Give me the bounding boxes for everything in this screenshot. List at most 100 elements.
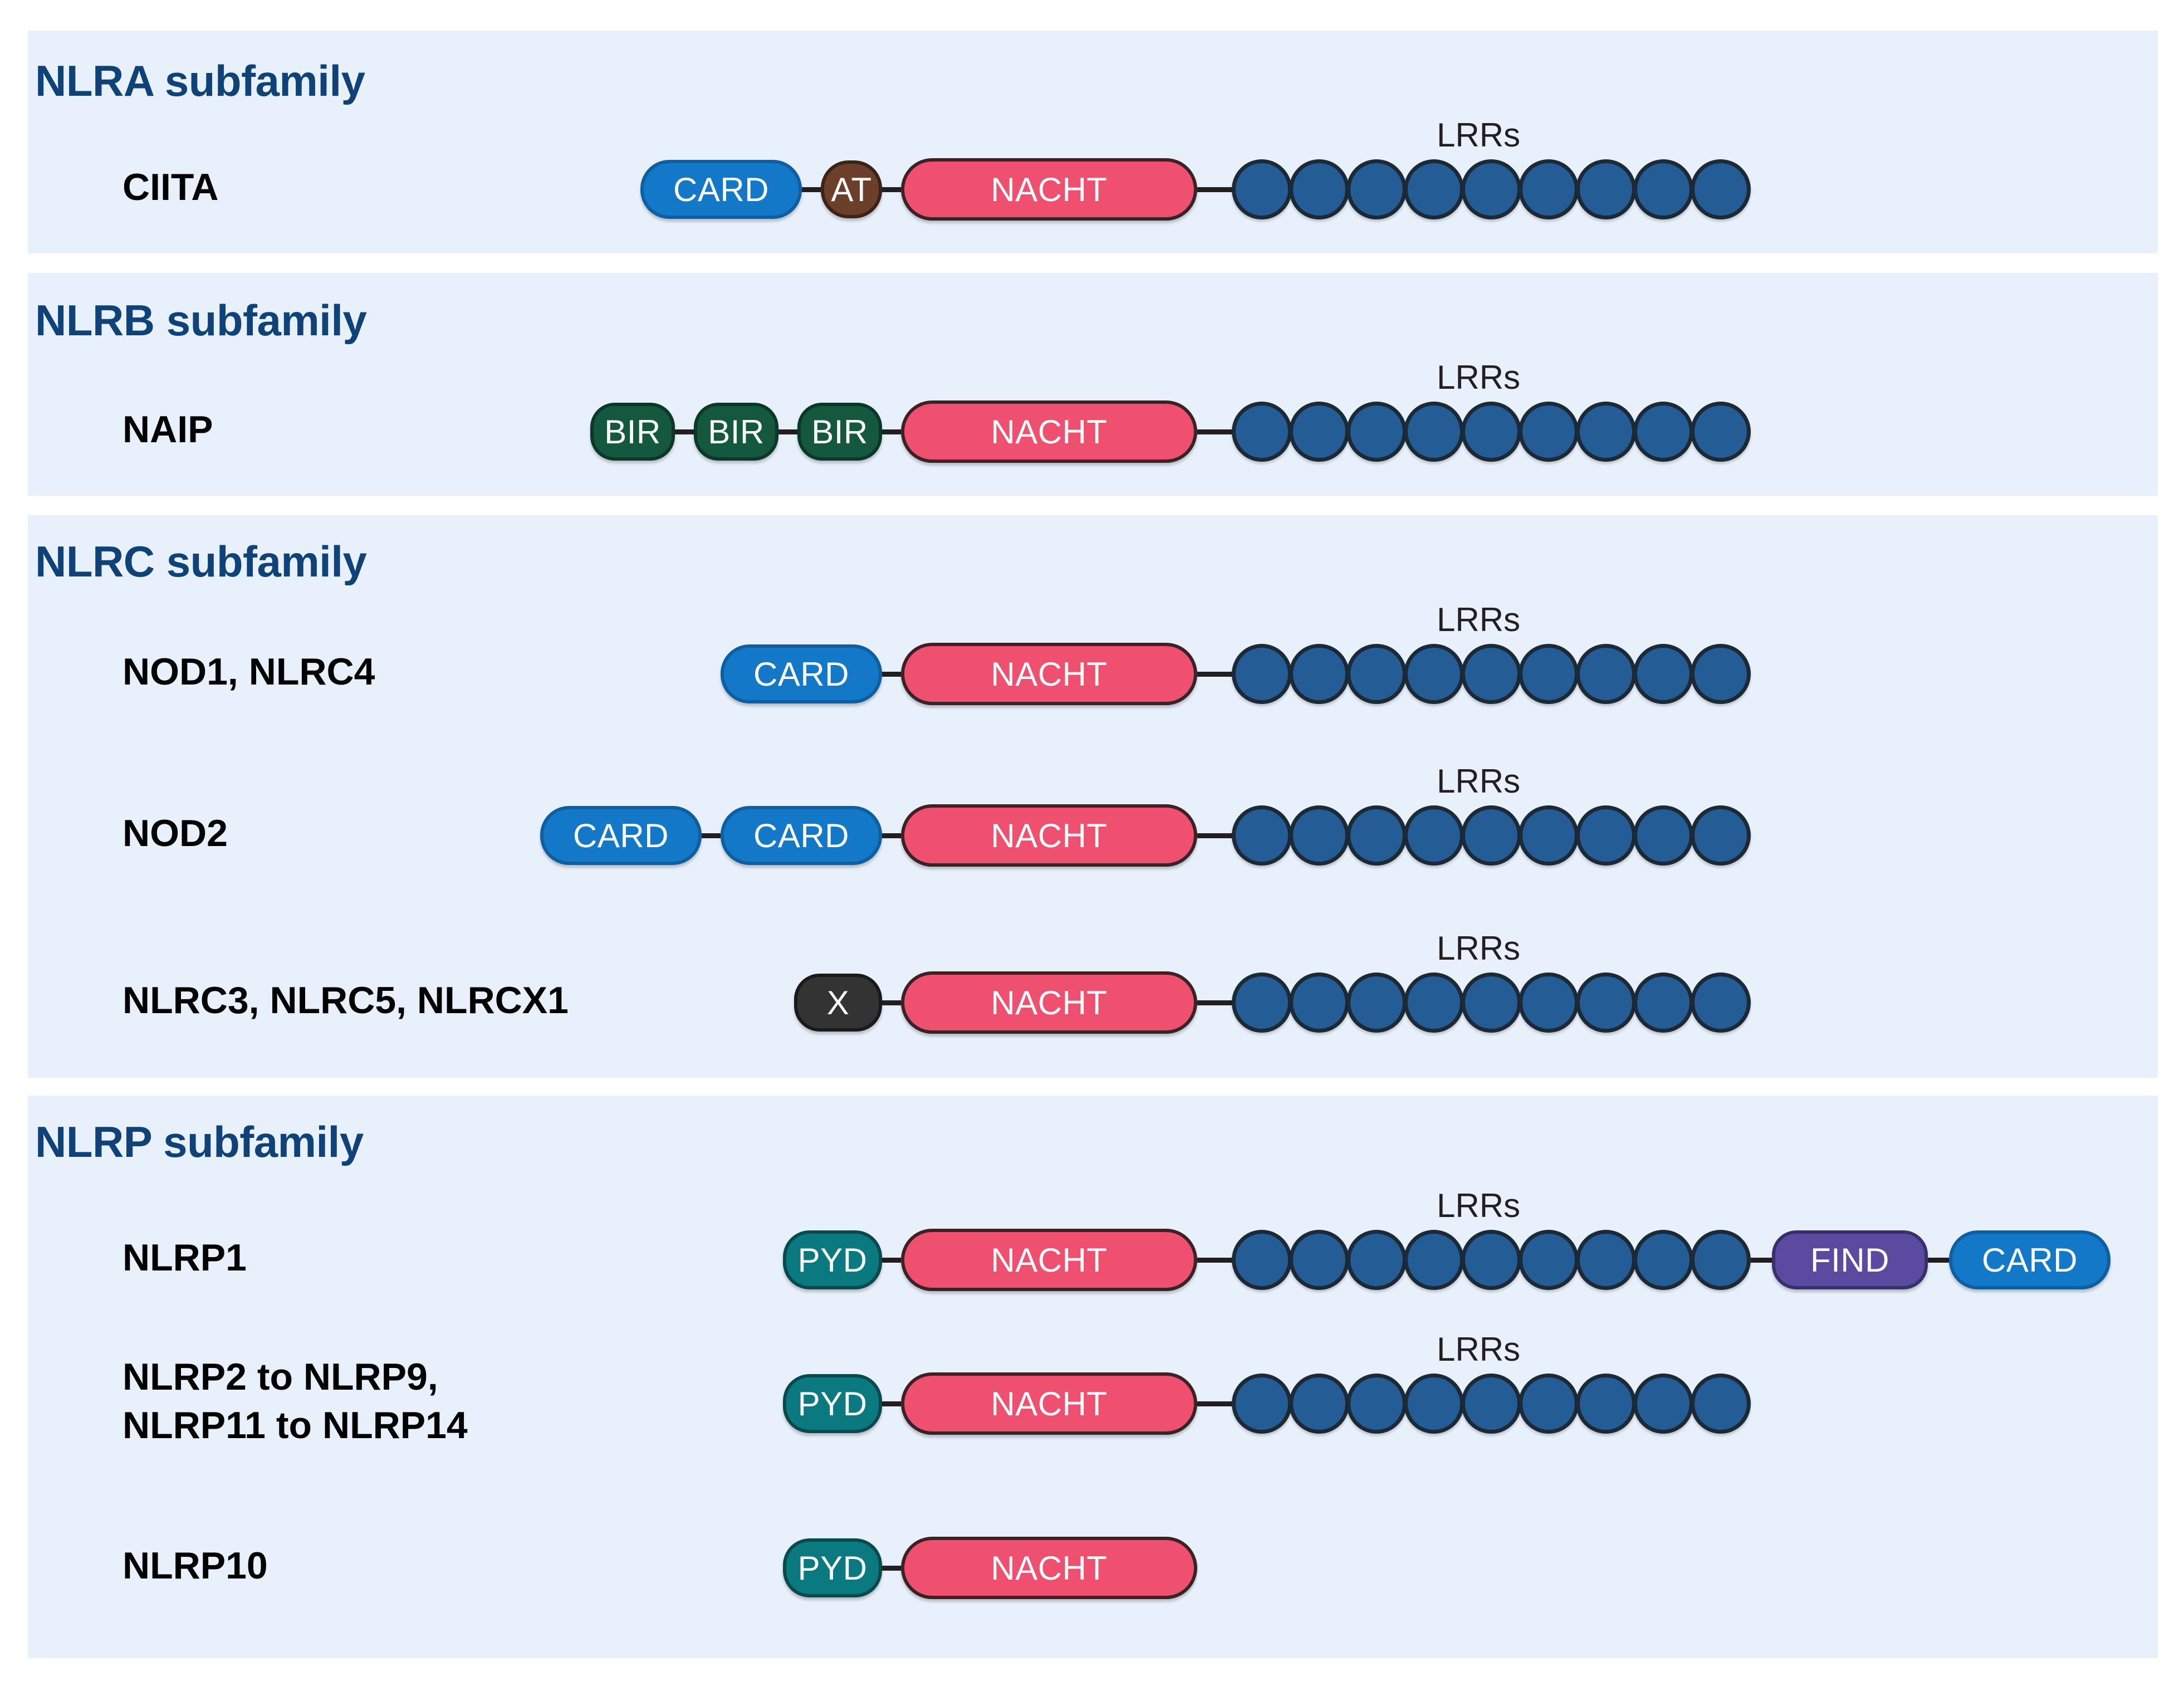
protein-row-label: CIITA	[123, 163, 219, 212]
lrr-repeat-circle	[1289, 1230, 1349, 1290]
domain-card: CARD	[540, 806, 702, 865]
lrr-repeat-circle	[1346, 159, 1407, 219]
lrr-repeat-circle	[1576, 644, 1636, 704]
protein-row-label: NLRP10	[123, 1542, 268, 1590]
lrr-repeat-circle	[1519, 1374, 1579, 1434]
domain-connector-line	[1197, 833, 1240, 838]
lrr-group-label: LRRs	[1437, 1187, 1521, 1224]
domain-connector-line	[778, 429, 797, 434]
lrr-repeat-circle	[1289, 159, 1349, 219]
lrr-repeat-circle	[1232, 972, 1292, 1033]
domain-card-cterm: CARD	[1949, 1230, 2110, 1289]
lrr-repeat-circle	[1633, 402, 1693, 462]
lrr-repeat-circle	[1346, 1374, 1407, 1434]
subfamily-title: NLRP subfamily	[35, 1117, 364, 1166]
domain-connector-line	[1197, 672, 1240, 677]
domain-connector-line	[882, 187, 901, 192]
domain-connector-line	[802, 187, 821, 192]
domain-nacht: NACHT	[901, 804, 1197, 867]
domain-connector-line	[882, 1566, 901, 1571]
domain-nacht: NACHT	[901, 643, 1197, 705]
domain-at: AT	[821, 160, 882, 218]
lrr-repeat-circle	[1289, 402, 1349, 462]
lrr-repeat-circle	[1404, 402, 1464, 462]
domain-connector-line	[882, 1000, 901, 1005]
lrr-repeat-circle	[1232, 402, 1292, 462]
lrr-repeat-circle	[1576, 402, 1636, 462]
lrr-repeat-circle	[1461, 1374, 1521, 1434]
protein-row-label: NLRP2 to NLRP9,NLRP11 to NLRP14	[123, 1353, 468, 1450]
lrr-repeat-circle	[1404, 1374, 1464, 1434]
lrr-repeat-circle	[1519, 159, 1579, 219]
lrr-repeat-circle	[1633, 159, 1693, 219]
lrr-repeat-circle	[1404, 159, 1464, 219]
lrr-repeat-circle	[1691, 644, 1751, 704]
lrr-repeat-circle	[1346, 1230, 1407, 1290]
lrr-repeat-circle	[1519, 644, 1579, 704]
domain-connector-line	[1197, 429, 1240, 434]
subfamily-title: NLRA subfamily	[35, 56, 365, 105]
domain-connector-line	[1197, 1401, 1240, 1406]
lrr-repeat-circle	[1232, 159, 1292, 219]
lrr-group-label: LRRs	[1437, 1331, 1521, 1368]
protein-row-label: NOD2	[123, 809, 228, 858]
domain-nacht: NACHT	[901, 1537, 1197, 1599]
protein-row-label: NOD1, NLRC4	[123, 648, 375, 696]
protein-row-label-line: NLRP11 to NLRP14	[123, 1404, 468, 1446]
lrr-repeat-circle	[1691, 972, 1751, 1033]
domain-connector-line	[1197, 1258, 1240, 1263]
lrr-repeat-circle	[1232, 1374, 1292, 1434]
lrr-repeat-circle	[1519, 972, 1579, 1033]
lrr-repeat-circle	[1519, 805, 1579, 866]
lrr-repeat-circle	[1633, 972, 1693, 1033]
lrr-repeat-circle	[1576, 1230, 1636, 1290]
domain-find-cterm: FIND	[1772, 1230, 1928, 1289]
lrr-repeat-circle	[1576, 159, 1636, 219]
domain-nacht: NACHT	[901, 1229, 1197, 1291]
lrr-group-label: LRRs	[1437, 763, 1521, 800]
lrr-group-label: LRRs	[1437, 359, 1521, 396]
lrr-repeat-circle	[1633, 805, 1693, 866]
lrr-repeat-circle	[1404, 972, 1464, 1033]
domain-pyd: PYD	[783, 1538, 882, 1597]
lrr-repeat-circle	[1289, 972, 1349, 1033]
subfamily-title: NLRB subfamily	[35, 296, 367, 345]
domain-nacht: NACHT	[901, 158, 1197, 221]
lrr-group-label: LRRs	[1437, 930, 1521, 967]
domain-connector-line	[882, 1258, 901, 1263]
lrr-repeat-circle	[1461, 159, 1521, 219]
domain-card: CARD	[721, 806, 882, 865]
lrr-repeat-circle	[1461, 1230, 1521, 1290]
protein-row-label-line: NAIP	[123, 408, 213, 451]
lrr-repeat-circle	[1232, 1230, 1292, 1290]
lrr-repeat-circle	[1691, 1230, 1751, 1290]
protein-row-label: NLRP1	[123, 1234, 247, 1282]
lrr-group-label: LRRs	[1437, 601, 1521, 638]
domain-card: CARD	[640, 160, 802, 219]
domain-bir: BIR	[590, 403, 675, 461]
domain-connector-line	[1197, 1000, 1240, 1005]
lrr-repeat-circle	[1633, 644, 1693, 704]
protein-row-label-line: NOD2	[123, 812, 228, 854]
lrr-repeat-circle	[1232, 644, 1292, 704]
lrr-repeat-circle	[1461, 644, 1521, 704]
lrr-repeat-circle	[1633, 1374, 1693, 1434]
domain-connector-line	[882, 672, 901, 677]
lrr-repeat-circle	[1232, 805, 1292, 866]
lrr-repeat-circle	[1576, 1374, 1636, 1434]
lrr-repeat-circle	[1461, 402, 1521, 462]
lrr-group-label: LRRs	[1437, 116, 1521, 154]
lrr-repeat-circle	[1519, 1230, 1579, 1290]
lrr-repeat-circle	[1346, 644, 1407, 704]
lrr-repeat-circle	[1404, 805, 1464, 866]
lrr-repeat-circle	[1461, 805, 1521, 866]
domain-connector-line	[1751, 1258, 1772, 1263]
lrr-repeat-circle	[1576, 972, 1636, 1033]
domain-nacht: NACHT	[901, 400, 1197, 463]
lrr-repeat-circle	[1346, 402, 1407, 462]
domain-card: CARD	[721, 644, 882, 703]
protein-row-label-line: NOD1, NLRC4	[123, 650, 375, 693]
protein-row-label-line: CIITA	[123, 165, 219, 208]
lrr-repeat-circle	[1691, 1374, 1751, 1434]
lrr-repeat-circle	[1691, 402, 1751, 462]
